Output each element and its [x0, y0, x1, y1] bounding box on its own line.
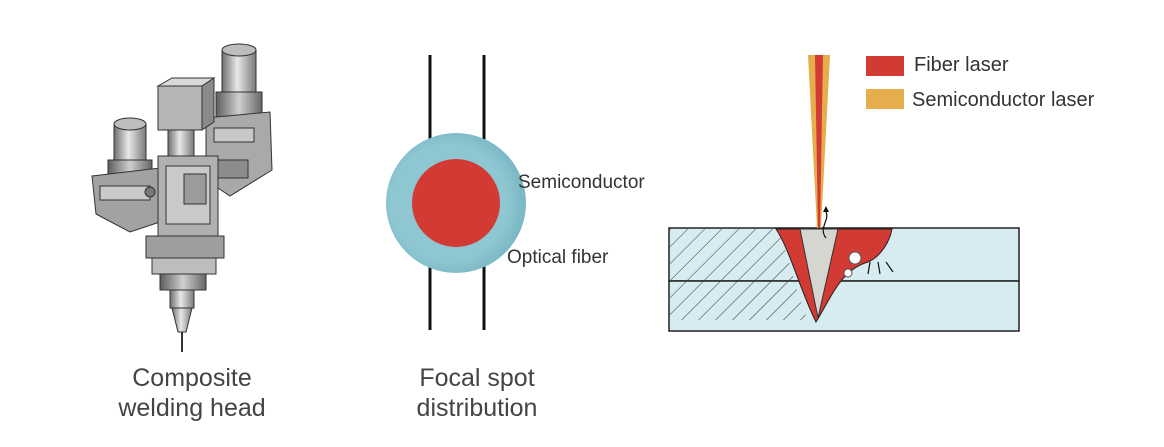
- caption-focal-spot-line1: Focal spot: [419, 364, 535, 392]
- focal-spot-diagram: [386, 55, 526, 330]
- caption-welding-head-line2: welding head: [118, 394, 266, 422]
- legend-swatch-fiber: [866, 56, 904, 76]
- fiber-spot: [412, 159, 500, 247]
- legend-label-semi: Semiconductor laser: [912, 89, 1095, 111]
- legend-swatch-semi: [866, 89, 904, 109]
- keyhole: [799, 228, 839, 319]
- label-semiconductor: Semiconductor: [518, 172, 645, 193]
- caption-welding-head: Composite welding head: [82, 363, 302, 423]
- legend-label-fiber: Fiber laser: [914, 54, 1009, 76]
- caption-focal-spot: Focal spot distribution: [367, 363, 587, 423]
- solidified-region: [670, 229, 808, 320]
- fiber-beam: [815, 55, 823, 228]
- caption-welding-head-line1: Composite: [132, 364, 252, 392]
- weld-cross-section: [668, 55, 1020, 332]
- label-optical-fiber: Optical fiber: [507, 247, 609, 268]
- welding-head-illustration: [91, 43, 273, 352]
- caption-focal-spot-line2: distribution: [416, 394, 538, 422]
